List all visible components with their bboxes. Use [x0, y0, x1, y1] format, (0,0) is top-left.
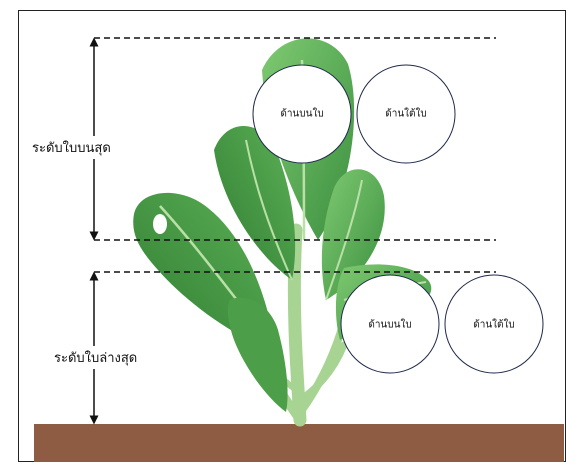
- circle-top-under-label: ด้านใต้ใบ: [385, 107, 427, 122]
- circle-bottom-under-label: ด้านใต้ใบ: [473, 318, 515, 333]
- circle-bottom-upper-label: ด้านบนใบ: [368, 318, 411, 333]
- lower-left-leaf: [228, 298, 288, 412]
- top-level-label: ระดับใบบนสุด: [30, 136, 113, 159]
- soil-bar: [34, 424, 564, 462]
- circle-top-upper-label: ด้านบนใบ: [280, 107, 323, 122]
- bottom-level-label: ระดับใบล่างสุด: [52, 346, 139, 369]
